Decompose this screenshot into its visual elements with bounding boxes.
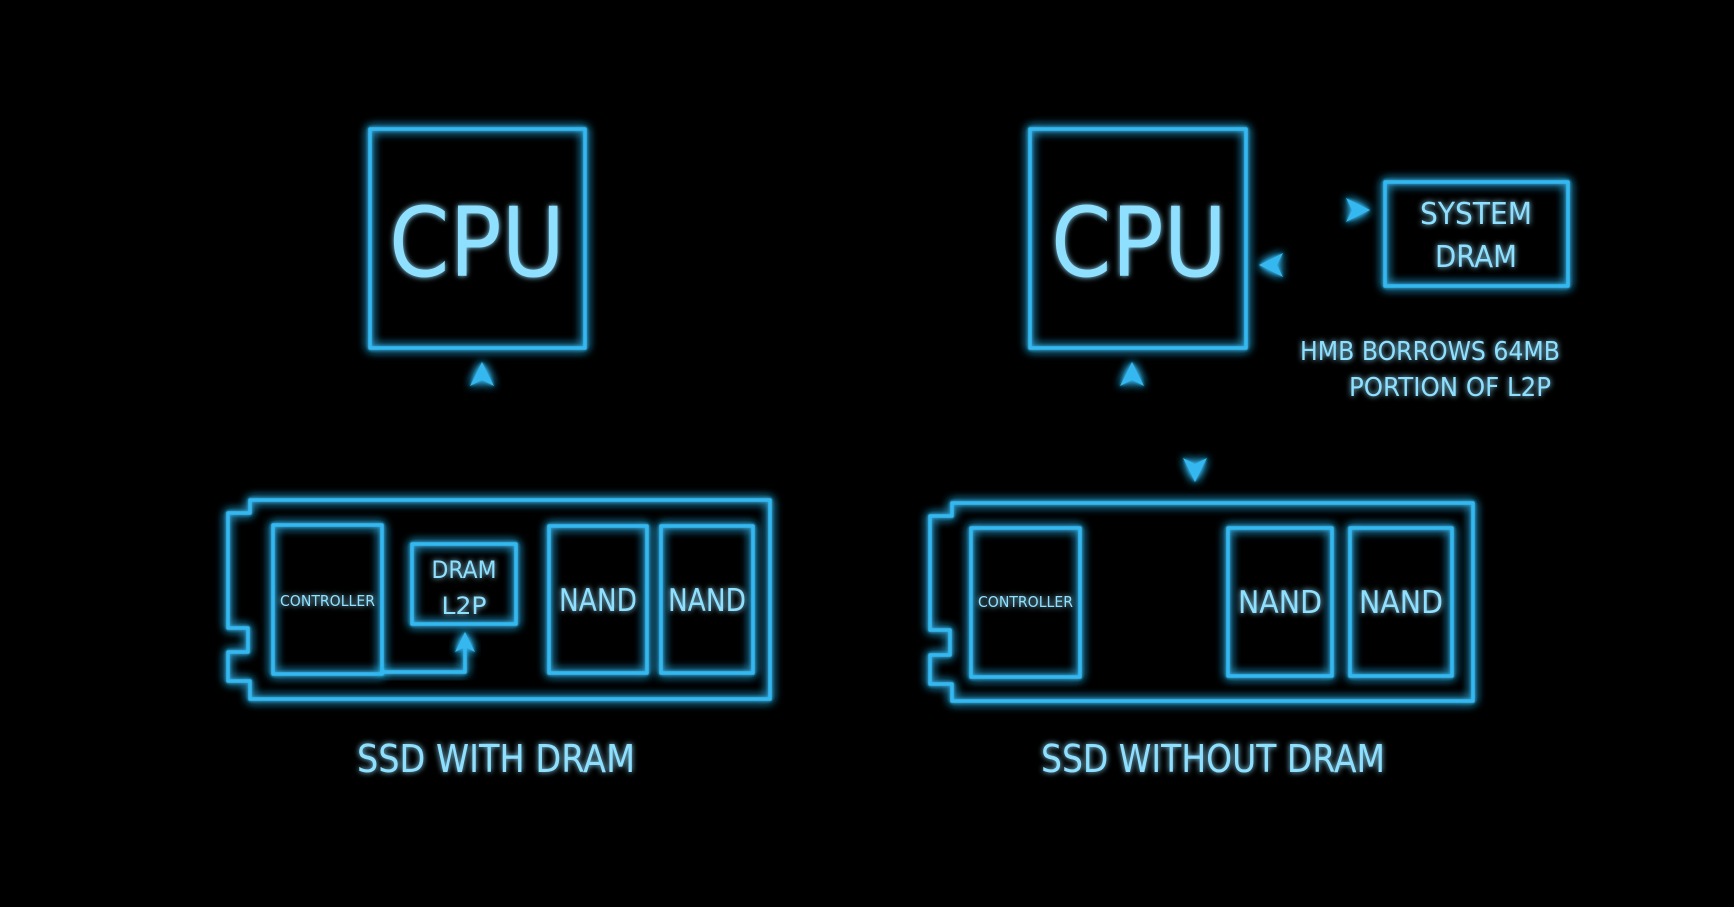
left-up-arrow-head (470, 362, 494, 386)
right-nand-label-1: NAND (1238, 585, 1322, 621)
right-nand-chip-2 (1348, 526, 1454, 678)
left-controller-chip (271, 523, 384, 676)
right-nand-label-2: NAND (1359, 585, 1443, 621)
left-nand-label-1: NAND (559, 583, 637, 619)
right-controller-chip (969, 526, 1082, 679)
right-diagram: CPU SYSTEM DRAM HMB BORROWS 64MB PORTION… (928, 127, 1570, 781)
left-caption: SSD WITH DRAM (357, 737, 635, 781)
left-controller-label: CONTROLLER (280, 592, 375, 610)
left-dram-chip (410, 542, 518, 626)
right-sysdram-to-cpu-arrow-head (1259, 253, 1283, 277)
right-cpu-to-sysdram-arrow-head (1346, 198, 1370, 222)
right-controller-label: CONTROLLER (978, 593, 1073, 611)
right-up-arrow-head (1120, 362, 1144, 386)
left-ssd-card-outline (226, 498, 772, 701)
left-controller-to-dram-arrow (380, 643, 467, 674)
left-cpu-label: CPU (389, 187, 565, 299)
right-hmb-note-line2: PORTION OF L2P (1349, 373, 1551, 403)
left-controller-to-dram-arrow-head (455, 632, 475, 652)
right-caption: SSD WITHOUT DRAM (1041, 737, 1385, 781)
left-dram-label-line2: L2P (442, 592, 487, 620)
right-system-dram-box (1383, 180, 1570, 288)
left-dram-label-line1: DRAM (432, 556, 497, 584)
right-cpu-box (1028, 127, 1248, 350)
left-nand-chip-2 (659, 524, 755, 675)
left-nand-chip-1 (547, 524, 649, 675)
right-down-arrow-head (1183, 458, 1207, 482)
left-cpu-box (368, 127, 587, 350)
right-hmb-note-line1: HMB BORROWS 64MB (1300, 337, 1560, 367)
left-nand-label-2: NAND (668, 583, 746, 619)
right-cpu-label: CPU (1051, 187, 1227, 299)
right-system-dram-label-line2: DRAM (1435, 240, 1517, 275)
right-ssd-card-outline (928, 501, 1475, 703)
right-system-dram-label-line1: SYSTEM (1420, 197, 1532, 232)
left-diagram: CPU CONTROLLER DRAM L2P NAND NAND SSD WI… (226, 127, 772, 781)
right-nand-chip-1 (1226, 526, 1334, 678)
